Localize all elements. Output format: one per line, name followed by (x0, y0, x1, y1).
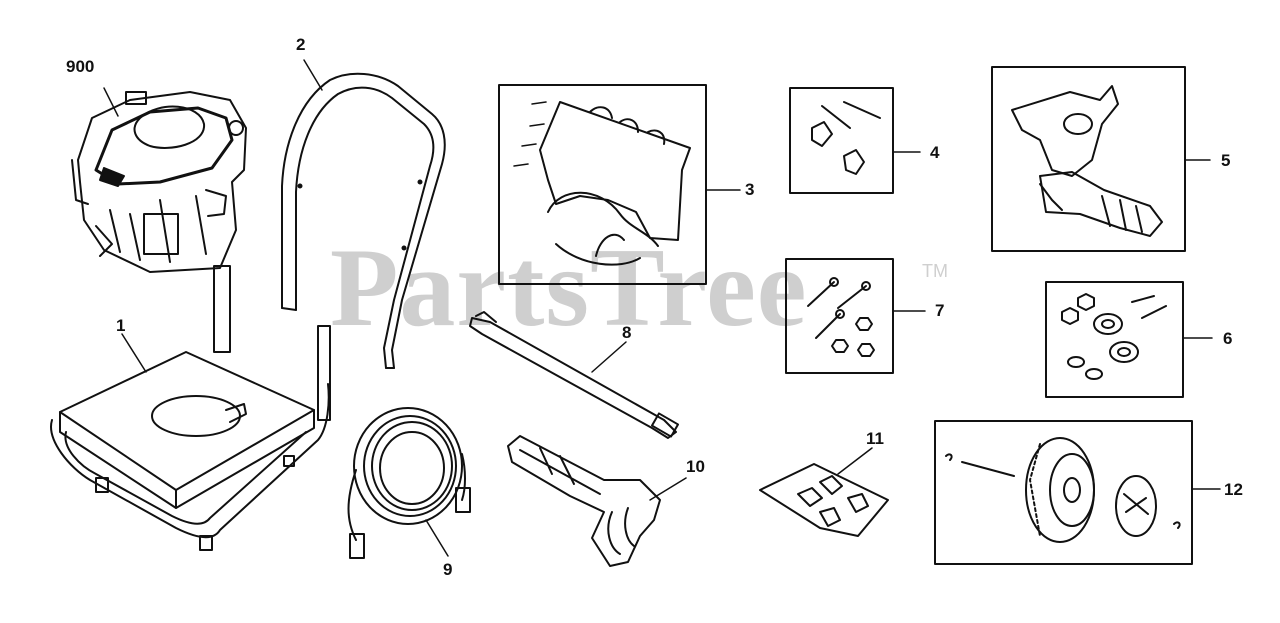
watermark-text: PartsTree (330, 226, 808, 350)
bolts-part-7 (785, 258, 926, 374)
wand-part-8 (469, 311, 680, 439)
hardware-part-4 (789, 87, 921, 194)
callout-900: 900 (66, 57, 95, 76)
callout-9: 9 (443, 560, 453, 579)
engine-part-900 (71, 87, 247, 273)
callout-7: 7 (935, 301, 945, 320)
gun-part-10 (507, 435, 687, 567)
pump-part-5 (991, 66, 1211, 252)
frame-part-1 (50, 265, 331, 551)
callout-8: 8 (622, 323, 632, 342)
callout-4: 4 (930, 143, 940, 162)
nozzle-kit-part-11 (759, 447, 889, 537)
callout-11: 11 (866, 429, 884, 448)
callout-5: 5 (1221, 151, 1231, 170)
hose-part-9 (347, 407, 471, 559)
trademark-mark: TM (922, 261, 948, 281)
bearings-part-6 (1045, 281, 1213, 398)
handle-part-2 (281, 59, 446, 369)
callout-1: 1 (116, 316, 126, 335)
wheel-part-12 (934, 420, 1221, 565)
callout-10: 10 (686, 457, 705, 476)
callout-12: 12 (1224, 480, 1243, 499)
callout-3: 3 (745, 180, 755, 199)
bracket-part-3 (498, 84, 741, 285)
callout-6: 6 (1223, 329, 1233, 348)
callout-2: 2 (296, 35, 306, 54)
